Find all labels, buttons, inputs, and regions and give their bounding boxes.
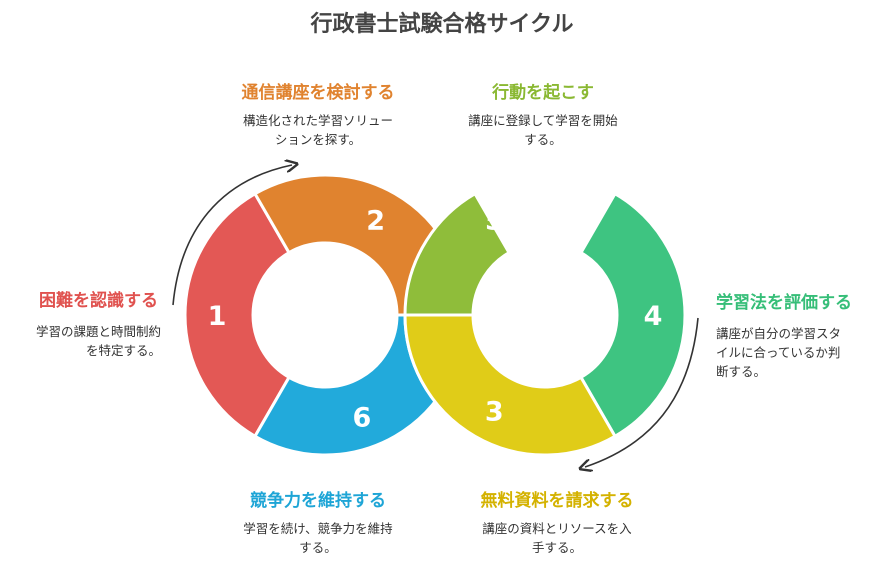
step-4-description: 講座が自分の学習スタイルに合っているか判断する。 — [716, 326, 842, 379]
step-5-description: 講座に登録して学習を開始する。 — [468, 113, 618, 147]
step-number-5: 5 — [485, 206, 504, 237]
segment-4 — [579, 192, 687, 438]
step-number-4: 4 — [644, 301, 663, 332]
step-3-label: 無料資料を請求する — [480, 491, 634, 511]
segment-1 — [183, 192, 291, 438]
step-number-2: 2 — [366, 206, 385, 237]
page-title: 行政書士試験合格サイクル — [310, 12, 574, 37]
step-1-label: 困難を認識する — [39, 291, 158, 311]
step-6-label: 競争力を維持する — [250, 491, 386, 511]
step-2-description: 構造化された学習ソリューションを探す。 — [242, 113, 393, 147]
step-6-description: 学習を続け、競争力を維持する。 — [243, 521, 393, 555]
step-number-3: 3 — [485, 396, 504, 427]
segment-3 — [403, 313, 617, 457]
step-number-6: 6 — [353, 402, 372, 433]
step-1-description: 学習の課題と時間制約を特定する。 — [35, 324, 161, 358]
arrow-left — [172, 165, 292, 306]
step-3-description: 講座の資料とリソースを入手する。 — [482, 521, 632, 555]
step-2-label: 通信講座を検討する — [241, 83, 395, 103]
step-4-label: 学習法を評価する — [716, 293, 852, 313]
arrow-right — [585, 317, 699, 467]
step-5-label: 行動を起こす — [492, 83, 594, 103]
step-number-1: 1 — [208, 301, 227, 332]
